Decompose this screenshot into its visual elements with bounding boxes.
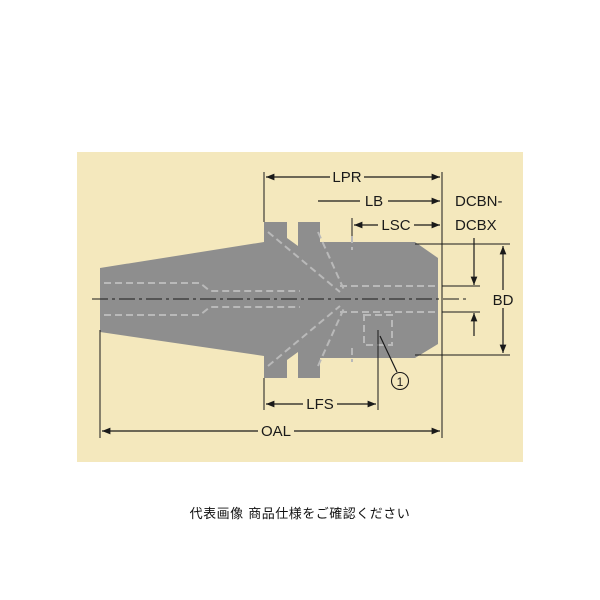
- dcbn-label-line1: DCBN-: [455, 193, 503, 210]
- lfs-label: LFS: [306, 396, 334, 413]
- flange-left: [264, 222, 287, 378]
- callout-1: 1: [390, 371, 410, 391]
- lpr-label: LPR: [332, 169, 361, 186]
- callout-1-number: 1: [397, 375, 404, 389]
- nose-body: [320, 242, 438, 358]
- lb-label: LB: [365, 193, 383, 210]
- lsc-label: LSC: [381, 217, 410, 234]
- flange-right: [298, 222, 320, 378]
- extension-lines: [99, 172, 510, 438]
- dcbn-label-line2: DCBX: [455, 217, 497, 234]
- internal-channels: [104, 231, 438, 367]
- bd-label: BD: [493, 292, 514, 309]
- callout-leader: [379, 335, 398, 373]
- oal-label: OAL: [261, 423, 291, 440]
- caption: 代表画像 商品仕様をご確認ください: [189, 507, 411, 522]
